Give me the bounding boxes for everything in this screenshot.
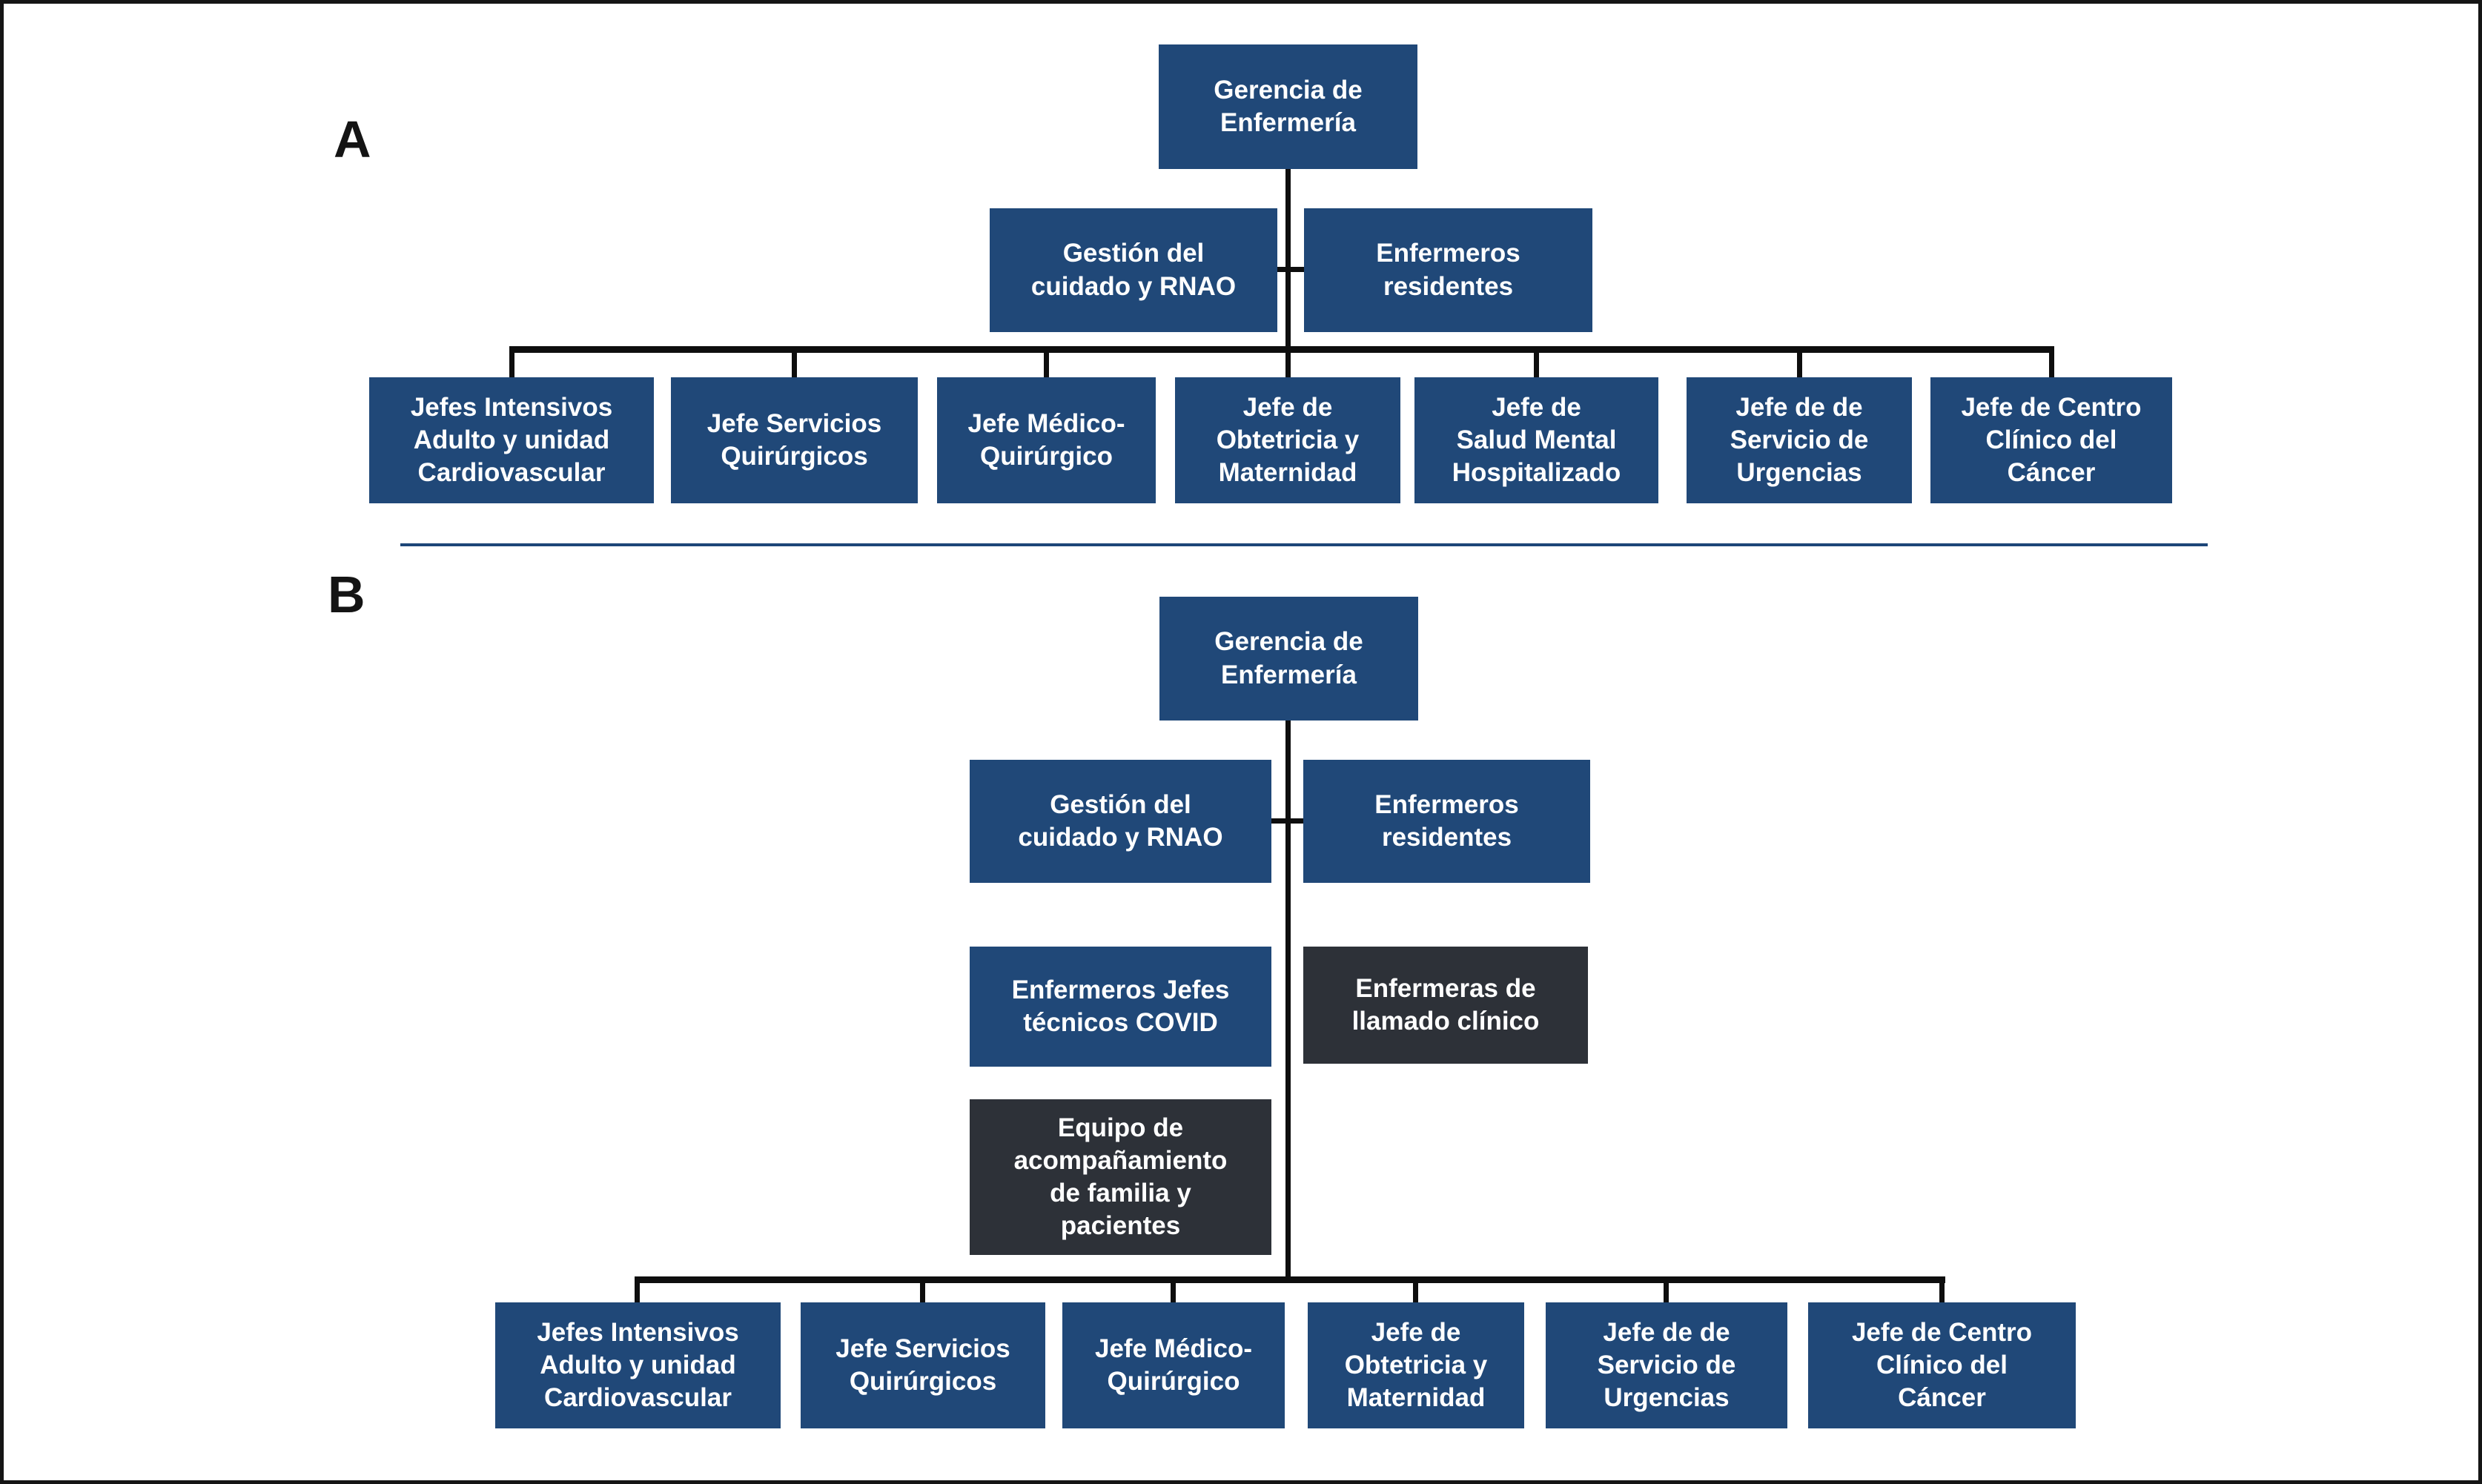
panel-b-label: B [328,566,365,623]
org-box-b-gestion-cuidado: Gestión del cuidado y RNAO [970,760,1271,883]
connector-b-stub-2 [920,1279,925,1308]
connector-a-stub-4 [1285,349,1291,380]
org-box-b-jefe-obtetricia: Jefe de Obtetricia y Maternidad [1308,1302,1524,1428]
connector-a-level2-tick [1273,267,1309,272]
org-box-a-gestion-cuidado: Gestión del cuidado y RNAO [990,208,1277,332]
connector-a-stub-3 [1044,349,1049,380]
org-box-a-jefe-centro-cancer: Jefe de Centro Clínico del Cáncer [1930,377,2172,503]
panel-a-label: A [334,110,371,168]
connector-b-trunk [1285,721,1291,1283]
org-box-a-jefe-obtetricia: Jefe de Obtetricia y Maternidad [1175,377,1400,503]
connector-a-stub-7 [2049,349,2054,380]
org-box-a-jefe-servicios-quirurgicos: Jefe Servicios Quirúrgicos [671,377,918,503]
org-box-a-jefes-intensivos: Jefes Intensivos Adulto y unidad Cardiov… [369,377,654,503]
org-box-b-equipo-acompanamiento: Equipo de acompañamiento de familia y pa… [970,1099,1271,1255]
connector-b-stub-1 [635,1279,640,1308]
connector-a-stub-5 [1534,349,1539,380]
org-box-b-jefe-servicios-quirurgicos: Jefe Servicios Quirúrgicos [801,1302,1045,1428]
connector-b-stub-6 [1939,1279,1945,1308]
org-box-b-jefes-tecnicos-covid: Enfermeros Jefes técnicos COVID [970,947,1271,1067]
connector-b-level2-tick [1269,818,1306,824]
connector-b-stub-4 [1413,1279,1418,1308]
org-box-a-gerencia: Gerencia de Enfermería [1159,44,1417,169]
connector-b-distribution-line [635,1276,1945,1283]
connector-b-stub-5 [1664,1279,1669,1308]
org-box-b-enfermeras-llamado-clinico: Enfermeras de llamado clínico [1303,947,1588,1064]
connector-a-stub-1 [509,349,514,380]
connector-b-stub-3 [1171,1279,1176,1308]
org-box-b-jefes-intensivos: Jefes Intensivos Adulto y unidad Cardiov… [495,1302,781,1428]
connector-a-stub-2 [792,349,797,380]
org-box-a-jefe-salud-mental: Jefe de Salud Mental Hospitalizado [1414,377,1658,503]
connector-a-distribution-line [509,346,2054,353]
org-box-b-jefe-medico-quirurgico: Jefe Médico- Quirúrgico [1062,1302,1285,1428]
org-box-b-jefe-centro-cancer: Jefe de Centro Clínico del Cáncer [1808,1302,2076,1428]
org-box-a-enfermeros-residentes: Enfermeros residentes [1304,208,1592,332]
org-box-a-jefe-urgencias: Jefe de de Servicio de Urgencias [1687,377,1912,503]
org-box-b-enfermeros-residentes: Enfermeros residentes [1303,760,1590,883]
connector-a-trunk [1285,169,1291,351]
org-box-b-gerencia: Gerencia de Enfermería [1159,597,1418,721]
org-box-b-jefe-urgencias: Jefe de de Servicio de Urgencias [1546,1302,1787,1428]
connector-a-stub-6 [1797,349,1802,380]
org-box-a-jefe-medico-quirurgico: Jefe Médico- Quirúrgico [937,377,1156,503]
panel-divider-line [400,543,2208,546]
